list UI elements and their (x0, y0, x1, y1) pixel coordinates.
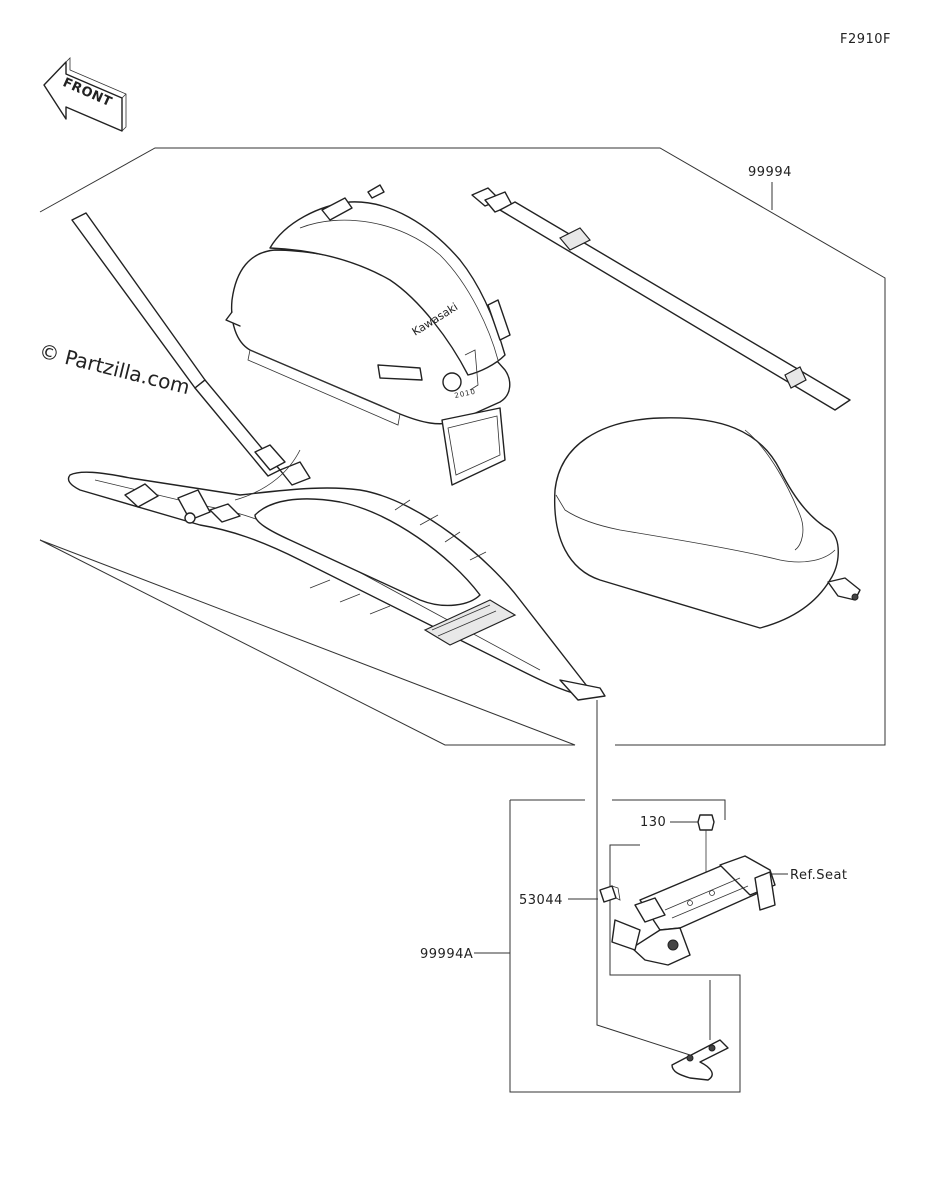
kit-frame-main (39, 147, 886, 746)
bag-emblem-icon (442, 372, 462, 392)
callout-53044: 53044 (519, 893, 563, 908)
callout-99994A: 99994A (420, 947, 473, 962)
tank-harness (67, 212, 606, 701)
strap (471, 187, 851, 411)
callout-ref-seat: Ref.Seat (790, 868, 848, 883)
front-arrow-icon: FRONT (43, 57, 127, 132)
latch-plate (671, 1039, 729, 1081)
diagram-code: F2910F (840, 32, 891, 47)
leader-latch-left (596, 870, 691, 1056)
callout-130: 130 (640, 815, 666, 830)
tank-bag: Kawasaki 2010 (225, 184, 511, 486)
seat-cover (553, 417, 861, 629)
callout-99994: 99994 (748, 165, 792, 180)
mounting-bracket (611, 855, 776, 966)
map-pocket (441, 407, 506, 486)
kit-frame-sub (509, 800, 741, 1093)
spacer-53044 (599, 885, 621, 903)
